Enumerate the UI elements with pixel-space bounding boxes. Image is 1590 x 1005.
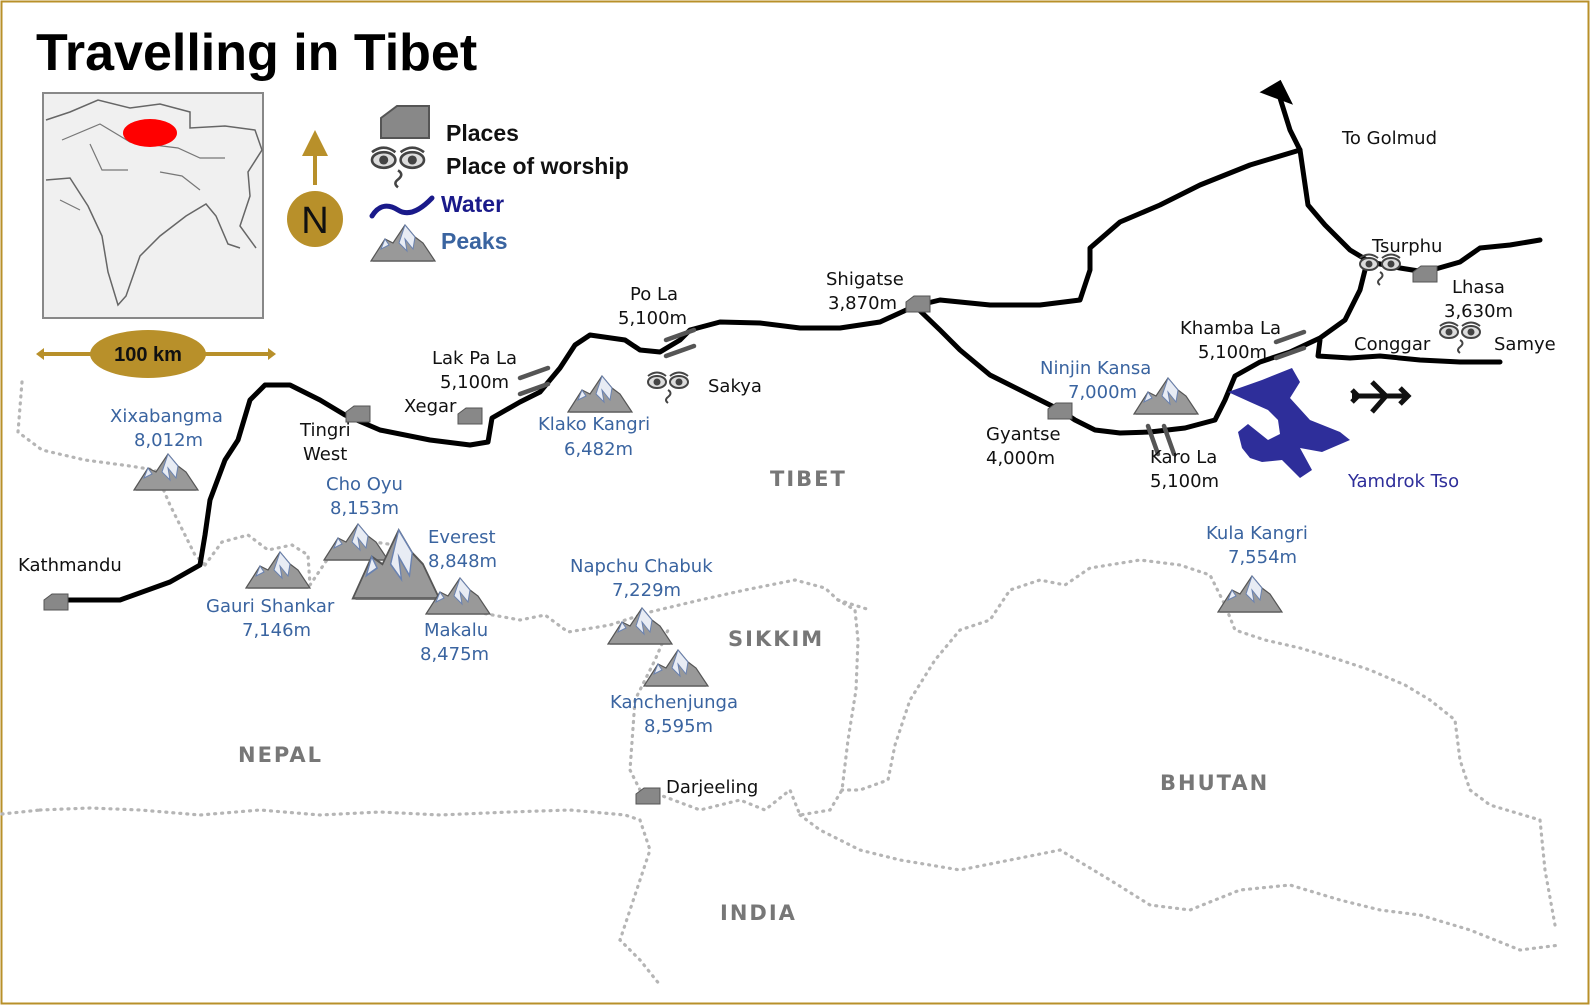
legend-worship-label: Place of worship [446, 153, 629, 179]
label-xixabangma-alt: 8,012m [134, 430, 203, 451]
samye-worship-icon [1439, 321, 1481, 354]
label-samye: Samye [1494, 334, 1556, 355]
kathmandu-place-icon [43, 593, 69, 611]
legend-worship-icon [370, 146, 426, 189]
label-makalu-alt: 8,475m [420, 644, 489, 665]
label-khamba-la-name: Khamba La [1180, 318, 1281, 339]
legend-peaks-icon [370, 224, 436, 262]
tibet-region-highlight [123, 119, 177, 147]
label-kula-kangri-name: Kula Kangri [1206, 523, 1308, 544]
label-xixabangma-name: Xixabangma [110, 406, 223, 427]
north-label: N [301, 200, 328, 242]
legend-peaks-label: Peaks [441, 228, 508, 254]
label-karo-la-alt: 5,100m [1150, 471, 1219, 492]
label-kula-kangri-alt: 7,554m [1228, 547, 1297, 568]
label-conggar: Conggar [1354, 334, 1431, 355]
tsurphu-worship-icon [1359, 253, 1401, 286]
peak-labels: Xixabangma 8,012m Cho Oyu 8,153m Everest… [110, 358, 1308, 737]
country-labels: TIBET SIKKIM NEPAL BHUTAN INDIA [238, 467, 1269, 925]
ninjin-kansa-peak-icon [1133, 377, 1199, 415]
label-lak-pa-la-name: Lak Pa La [432, 348, 517, 369]
legend-water-label: Water [441, 191, 504, 217]
label-makalu-name: Makalu [424, 620, 488, 641]
label-gauri-shankar-name: Gauri Shankar [206, 596, 335, 617]
label-xegar: Xegar [404, 396, 457, 417]
sakya-worship-icon [647, 371, 689, 404]
label-cho-oyu-alt: 8,153m [330, 498, 399, 519]
label-kanchenjunga-alt: 8,595m [644, 716, 713, 737]
label-lhasa-name: Lhasa [1452, 277, 1505, 298]
map-title: Travelling in Tibet [36, 24, 477, 82]
label-klako-kangri-alt: 6,482m [564, 439, 633, 460]
label-lhasa-alt: 3,630m [1444, 301, 1513, 322]
cho-oyu-peak-icon [323, 523, 389, 561]
label-tingri-line1: Tingri [299, 420, 351, 441]
label-shigatse-alt: 3,870m [828, 293, 897, 314]
shigatse-place-icon [905, 295, 931, 313]
label-khamba-la-alt: 5,100m [1198, 342, 1267, 363]
legend-water-icon [369, 195, 435, 219]
label-darjeeling: Darjeeling [666, 777, 758, 798]
kula-kangri-peak-icon [1217, 575, 1283, 613]
label-tsurphu: Tsurphu [1371, 236, 1442, 257]
legend: Places Place of worship Water Peaks [369, 105, 629, 262]
legend-places-icon [380, 105, 430, 139]
label-shigatse-name: Shigatse [826, 269, 904, 290]
label-sakya: Sakya [708, 376, 762, 397]
place-labels: Kathmandu Tingri West Xegar Lak Pa La 5,… [18, 128, 1556, 798]
label-to-golmud: To Golmud [1341, 128, 1437, 149]
label-po-la-name: Po La [630, 284, 678, 305]
label-gauri-shankar-alt: 7,146m [242, 620, 311, 641]
airport-icon [1350, 380, 1412, 414]
country-borders [0, 380, 1562, 987]
north-arrow: N [287, 130, 343, 247]
label-ninjin-kansa-name: Ninjin Kansa [1040, 358, 1151, 379]
kanchenjunga-peak-icon [643, 649, 709, 687]
label-everest-name: Everest [428, 527, 496, 548]
country-label-nepal: NEPAL [238, 743, 323, 767]
label-klako-kangri-name: Klako Kangri [538, 414, 650, 435]
label-lak-pa-la-alt: 5,100m [440, 372, 509, 393]
label-gyantse-name: Gyantse [986, 424, 1061, 445]
country-label-tibet: TIBET [770, 467, 847, 491]
legend-places-label: Places [446, 120, 519, 146]
xixabangma-peak-icon [133, 453, 199, 491]
xegar-place-icon [457, 407, 483, 425]
napchu-chabuk-peak-icon [607, 607, 673, 645]
label-everest-alt: 8,848m [428, 551, 497, 572]
label-yamdrok-tso: Yamdrok Tso [1347, 471, 1459, 492]
label-ninjin-kansa-alt: 7,000m [1068, 382, 1137, 403]
gauri-shankar-peak-icon [245, 551, 311, 589]
label-kathmandu: Kathmandu [18, 555, 122, 576]
label-napchu-chabuk-alt: 7,229m [612, 580, 681, 601]
country-label-bhutan: BHUTAN [1160, 771, 1269, 795]
label-gyantse-alt: 4,000m [986, 448, 1055, 469]
roads [47, 79, 1543, 603]
label-kanchenjunga-name: Kanchenjunga [610, 692, 738, 713]
yamdrok-tso-lake [1228, 368, 1350, 478]
label-tingri-line2: West [303, 444, 347, 465]
label-cho-oyu-name: Cho Oyu [326, 474, 403, 495]
scale-bar: 100 km [36, 330, 276, 378]
country-label-sikkim: SIKKIM [728, 627, 824, 651]
worship-markers [647, 253, 1481, 404]
country-label-india: INDIA [720, 901, 797, 925]
klako-kangri-peak-icon [567, 375, 633, 413]
scale-label: 100 km [114, 344, 182, 366]
inset-locator-map [42, 92, 264, 319]
label-napchu-chabuk-name: Napchu Chabuk [570, 556, 713, 577]
label-po-la-alt: 5,100m [618, 308, 687, 329]
label-karo-la-name: Karo La [1150, 447, 1217, 468]
